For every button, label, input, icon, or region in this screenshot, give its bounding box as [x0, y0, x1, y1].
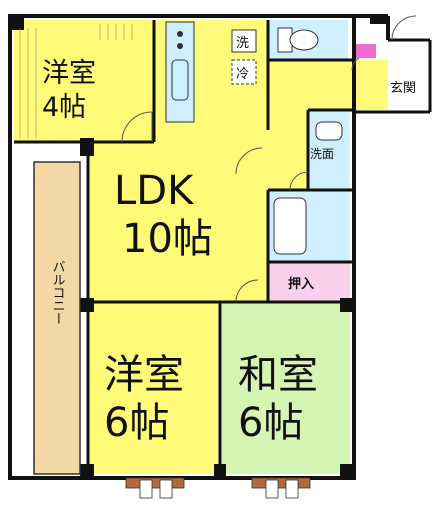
- toilet-bowl-icon: [289, 29, 319, 51]
- stove-burner-icon: [177, 43, 183, 49]
- washer-label: 洗: [236, 36, 249, 51]
- room-western-6-fill: [88, 302, 218, 474]
- bathtub-icon: [273, 197, 307, 255]
- room-western-6-size: 6帖: [104, 400, 169, 446]
- entrance-fill: [388, 40, 428, 110]
- kitchen-counter: [165, 21, 195, 123]
- sink-icon: [171, 59, 189, 101]
- room-western-4-size: 4帖: [42, 92, 86, 123]
- pink-shelf: [356, 44, 376, 58]
- fridge-box: [231, 59, 257, 85]
- fridge-label: 冷: [236, 67, 249, 82]
- bottom-windows: [125, 477, 311, 489]
- hall-fill: [268, 60, 388, 110]
- room-ldk-name: LDK: [114, 168, 195, 214]
- balcony-outline: [33, 161, 81, 475]
- washer-box: [231, 29, 257, 53]
- washbasin-icon: [315, 121, 343, 141]
- room-japanese-6-name: 和室: [238, 352, 318, 398]
- room-japanese-6-fill: [222, 302, 350, 474]
- window-hatching: [19, 24, 133, 138]
- pillars: [10, 14, 388, 478]
- entrance-label: 玄関: [390, 81, 416, 96]
- room-ldk-fill: [88, 142, 268, 302]
- balcony-label: バルコニー: [50, 260, 66, 325]
- balcony-fill: [34, 162, 80, 474]
- door-swings: [121, 15, 417, 303]
- room-western-4-name: 洋室: [42, 58, 96, 89]
- hall-lower-fill: [268, 110, 308, 190]
- washroom-label: 洗面: [310, 147, 334, 161]
- room-western-6-name: 洋室: [104, 352, 184, 398]
- room-western-4-fill: [14, 20, 154, 142]
- storage-fill: [268, 262, 350, 302]
- room-ldk-size: 10帖: [122, 216, 213, 262]
- stove-burner-icon: [177, 31, 183, 37]
- room-japanese-6-size: 6帖: [238, 400, 303, 446]
- window-handles: [139, 479, 299, 499]
- storage-label: 押入: [288, 276, 314, 292]
